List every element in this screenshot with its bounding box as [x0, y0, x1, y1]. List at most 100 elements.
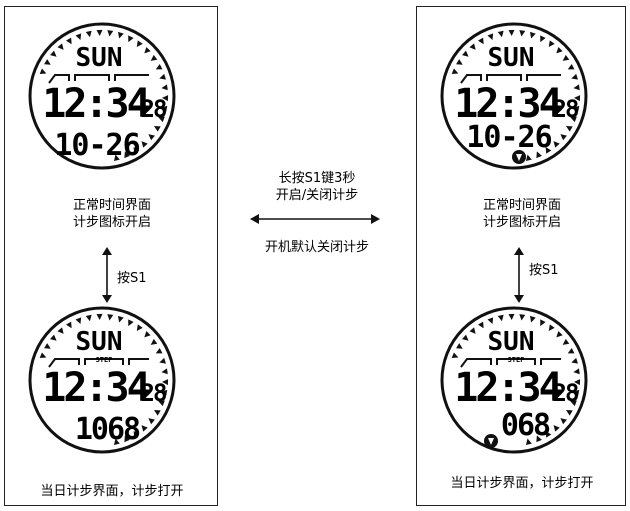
bezel-triangle: [65, 37, 72, 45]
bezel-triangle: [477, 37, 484, 45]
bezel-triangle: [571, 73, 578, 80]
bezel-triangle: [148, 418, 155, 425]
bezel-triangle: [113, 154, 120, 161]
double-arrow-horizontal: [250, 214, 380, 224]
bezel-triangles: [451, 29, 581, 161]
bezel-triangle: [529, 315, 536, 323]
time-text: 12:34: [42, 81, 149, 127]
bezel-triangle: [161, 368, 168, 375]
date-text: 10-26: [466, 120, 551, 155]
bezel-triangle: [553, 141, 560, 148]
top-caption: 正常时间界面 计步图标开启: [5, 197, 219, 231]
bezel-triangle: [154, 126, 161, 132]
bezel-triangle: [540, 319, 546, 327]
bezel-triangle: [566, 126, 573, 132]
bezel-triangle: [159, 73, 166, 80]
bezel-triangle: [75, 317, 82, 325]
bezel-triangle: [113, 438, 120, 445]
caption-line-2: 计步图标开启: [72, 215, 151, 230]
step-tag: STEP: [508, 356, 525, 364]
bezel-triangles: [451, 313, 581, 445]
bezel-triangle: [540, 35, 546, 43]
bezel-triangle: [536, 435, 542, 443]
bezel-triangle: [548, 40, 555, 48]
bezel-triangle: [44, 343, 51, 349]
bezel-triangle: [567, 63, 575, 70]
bezel-triangle: [128, 319, 134, 327]
bezel-triangle: [141, 141, 148, 148]
bezel-triangle: [162, 95, 169, 102]
bezel-triangle: [529, 31, 536, 39]
bezel-triangle: [562, 54, 570, 61]
watch-face-steps: STEP SUN 12:34 28 1068: [27, 305, 177, 455]
time-text: 12:34: [454, 81, 561, 127]
bezel-triangle: [85, 314, 92, 322]
bezel-triangle: [124, 435, 130, 443]
bezel-triangle: [50, 334, 57, 341]
seconds-text: 28: [141, 95, 166, 123]
toggle-instruction: 长按S1键3秒 开启/关闭计步: [228, 170, 406, 204]
bezel-triangle: [497, 314, 504, 322]
bezel-triangle: [556, 331, 563, 338]
bezel-triangle: [107, 314, 114, 321]
bezel-triangle: [124, 151, 130, 159]
bezel-triangle: [573, 84, 580, 91]
date-text: 10-26: [54, 128, 139, 163]
bezel-triangle: [85, 30, 92, 38]
weekday-text: SUN: [76, 327, 123, 357]
segment-bar: [48, 74, 149, 84]
bezel-triangle: [570, 116, 577, 123]
bezel-triangle: [462, 334, 469, 341]
time-text: 12:34: [454, 365, 561, 411]
bezel-triangle: [117, 315, 124, 323]
bezel-triangle: [141, 425, 148, 432]
bezel-triangle: [556, 47, 563, 54]
bezel-triangle: [525, 438, 532, 445]
bezel-triangle: [75, 33, 82, 41]
bezel-triangle: [545, 430, 552, 438]
bezel-triangle: [560, 418, 567, 425]
bezel-triangle: [133, 146, 140, 154]
segment-bar: [48, 358, 149, 368]
bezel-triangle: [39, 68, 47, 75]
seconds-text: 28: [553, 95, 578, 123]
bezel-triangle: [574, 379, 581, 386]
bezel-triangle: [462, 50, 469, 57]
bezel-triangle: [57, 327, 64, 334]
bezel-triangle: [508, 313, 515, 320]
segment-bar: [460, 74, 561, 84]
step-icon: [484, 434, 498, 448]
instruction-line-1: 长按S1键3秒: [278, 171, 356, 186]
bezel-triangle: [451, 352, 459, 359]
caption-line-1: 正常时间界面: [482, 198, 561, 213]
bezel-triangle: [160, 389, 168, 396]
bezel-triangle: [487, 317, 494, 325]
top-caption: 正常时间界面 计步图标开启: [417, 197, 627, 231]
bezel-triangle: [136, 40, 143, 48]
bezel-triangle: [553, 425, 560, 432]
bezel-triangle: [96, 313, 103, 320]
bezel-triangle: [497, 30, 504, 38]
bezel-triangle: [155, 63, 163, 70]
instruction-line-2: 开启/关闭计步: [275, 188, 359, 203]
bezel-triangle: [50, 50, 57, 57]
button-label: 按S1: [529, 263, 559, 278]
bezel-triangle: [571, 357, 578, 364]
bezel-triangle: [133, 430, 140, 438]
right-panel: SUN 12:34 28 10-26 正常时间界面 计步图标开启 按S1 STE…: [416, 6, 626, 506]
bezel-triangle: [508, 29, 515, 36]
bezel-triangle: [160, 105, 168, 112]
bezel-triangle: [44, 59, 51, 65]
bezel-triangle: [117, 31, 124, 39]
bezel-triangle: [128, 35, 134, 43]
bezel-triangle: [566, 410, 573, 416]
bezel-triangle: [162, 379, 169, 386]
bezel-triangle: [148, 134, 155, 141]
step-icon: [512, 150, 526, 164]
bezel-triangle: [57, 43, 64, 50]
weekday-text: SUN: [76, 43, 123, 73]
watch-bezel: [28, 306, 176, 454]
bezel-triangle: [158, 400, 165, 407]
bezel-triangle: [96, 29, 103, 36]
default-note: 开机默认关闭计步: [264, 240, 369, 255]
